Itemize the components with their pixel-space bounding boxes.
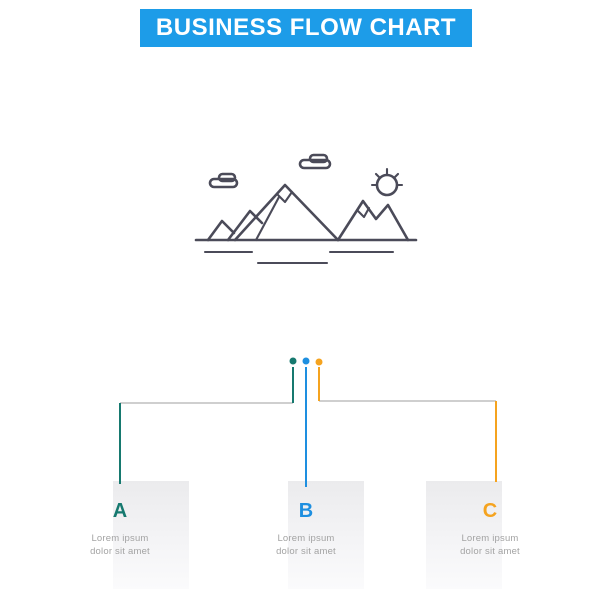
node-c-description: Lorem ipsum dolor sit amet: [425, 532, 555, 558]
cloud-icon-2: [298, 153, 332, 170]
node-c-label: C: [482, 500, 498, 522]
desc-line: Lorem ipsum: [91, 533, 149, 544]
desc-line: Lorem ipsum: [461, 533, 519, 544]
title-banner: BUSINESS FLOW CHART: [140, 9, 472, 47]
node-a-label: A: [112, 500, 128, 522]
background-panel-b: [288, 481, 364, 589]
cloud-icon: [208, 172, 239, 189]
desc-line: Lorem ipsum: [277, 533, 335, 544]
desc-line: dolor sit amet: [90, 546, 150, 557]
page-title: BUSINESS FLOW CHART: [155, 14, 457, 41]
node-a-description: Lorem ipsum dolor sit amet: [55, 532, 185, 558]
node-c-dot: [315, 358, 323, 366]
sun-icon: [370, 167, 404, 197]
node-b-dot: [302, 357, 310, 365]
desc-line: dolor sit amet: [460, 546, 520, 557]
mountain-landscape-icon: [194, 153, 418, 265]
flow-node-b: B Lorem ipsum dolor sit amet: [241, 500, 371, 558]
node-b-label: B: [298, 500, 314, 522]
background-panel-c: [426, 481, 502, 589]
mountains-icon: [206, 183, 410, 242]
desc-line: dolor sit amet: [276, 546, 336, 557]
node-b-description: Lorem ipsum dolor sit amet: [241, 532, 371, 558]
flow-node-c: C Lorem ipsum dolor sit amet: [425, 500, 555, 558]
background-panel-a: [113, 481, 189, 589]
ground-lines: [194, 238, 418, 265]
flow-node-a: A Lorem ipsum dolor sit amet: [55, 500, 185, 558]
node-a-dot: [289, 357, 297, 365]
